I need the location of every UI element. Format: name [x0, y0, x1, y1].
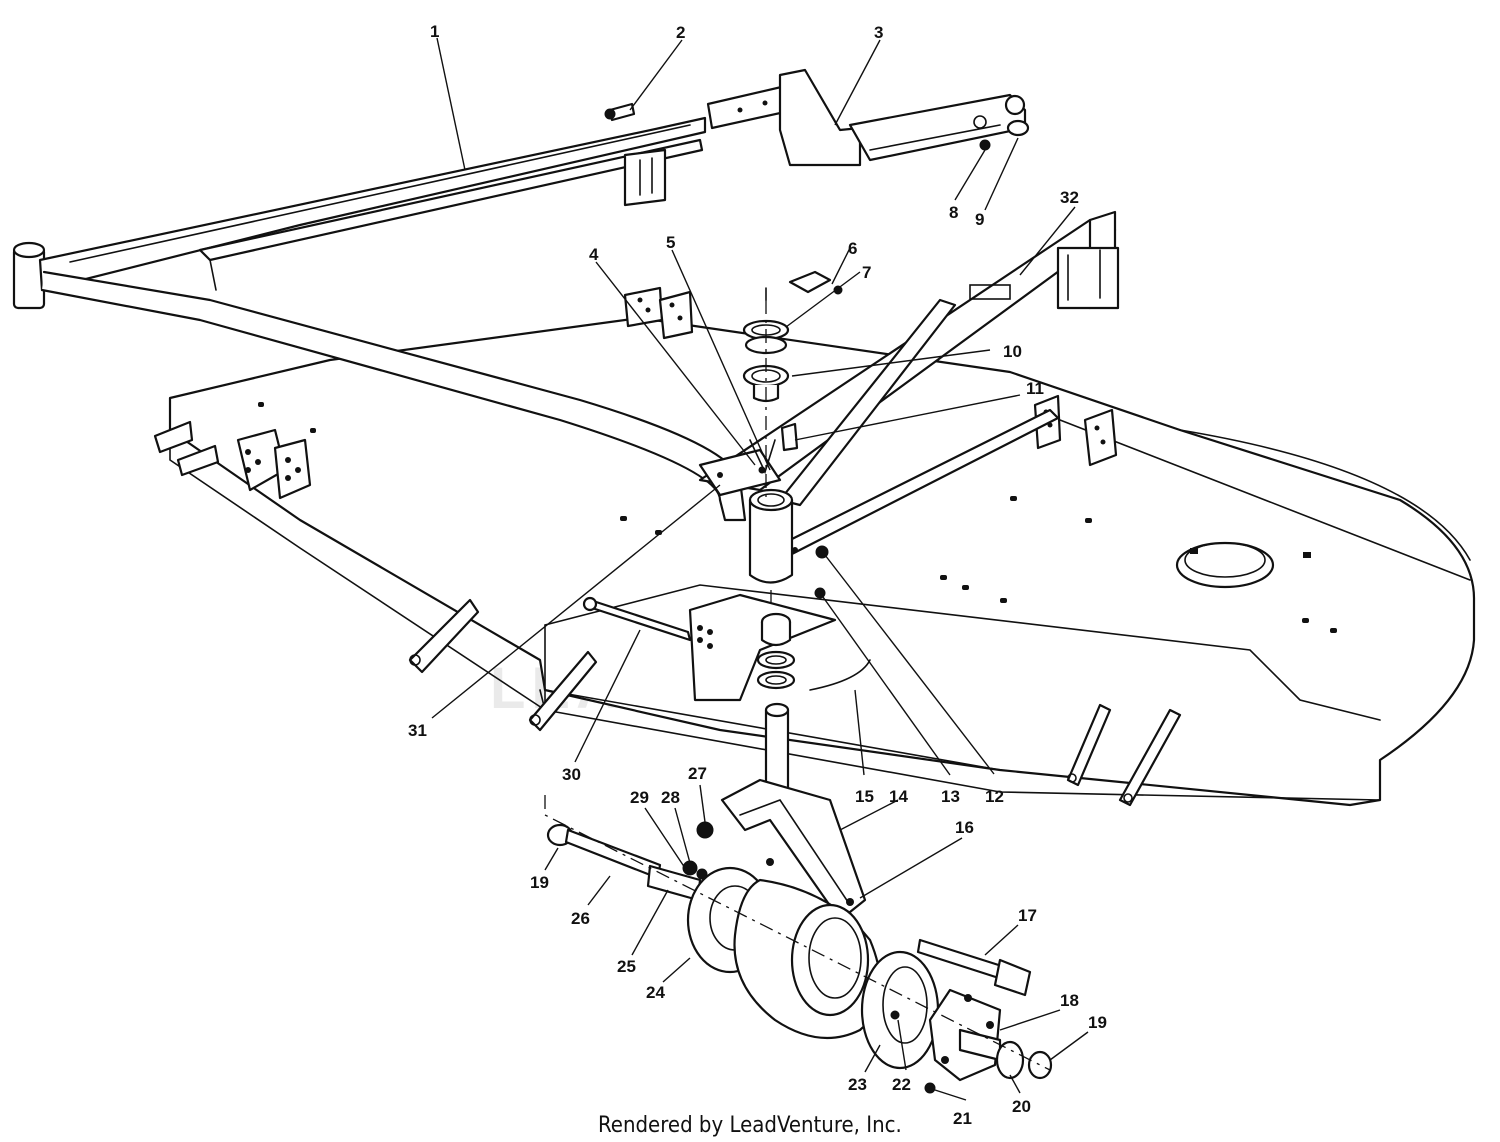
caster-assembly [582, 593, 871, 922]
callout-13: 13 [941, 787, 960, 806]
callout-24: 24 [646, 983, 665, 1002]
callout-29: 29 [630, 788, 649, 807]
callout-20: 20 [1012, 1097, 1031, 1116]
callout-8: 8 [949, 203, 958, 222]
callout-22: 22 [892, 1075, 911, 1094]
callout-7: 7 [862, 263, 871, 282]
callout-6: 6 [848, 239, 857, 258]
spindle-stack [742, 270, 843, 620]
callout-16: 16 [955, 818, 974, 837]
callout-9: 9 [975, 210, 984, 229]
callout-30: 30 [562, 765, 581, 784]
callout-11: 11 [1026, 379, 1044, 398]
callout-23: 23 [848, 1075, 867, 1094]
credit-text: Rendered by LeadVenture, Inc. [598, 1113, 902, 1138]
callout-labels: 1 2 3 4 5 6 7 8 9 10 11 12 13 14 15 16 1… [408, 22, 1107, 1128]
callout-12: 12 [985, 787, 1004, 806]
callout-26: 26 [571, 909, 590, 928]
callout-17: 17 [1018, 906, 1037, 925]
callout-19-left: 19 [530, 873, 549, 892]
callout-21: 21 [953, 1109, 972, 1128]
hitch-plate [604, 68, 1030, 167]
callout-28: 28 [661, 788, 680, 807]
hitch-frame [12, 116, 1120, 522]
callout-10: 10 [1003, 342, 1022, 361]
callout-27: 27 [688, 764, 707, 783]
callout-1: 1 [430, 22, 439, 41]
callout-32: 32 [1060, 188, 1079, 207]
callout-15: 15 [855, 787, 874, 806]
deck-brackets [153, 286, 1182, 807]
callout-31: 31 [408, 721, 427, 740]
leader-lines [431, 37, 1089, 1101]
callout-2: 2 [676, 23, 685, 42]
callout-14: 14 [889, 787, 908, 806]
callout-19-right: 19 [1088, 1013, 1107, 1032]
callout-25: 25 [617, 957, 636, 976]
callout-5: 5 [666, 233, 675, 252]
callout-18: 18 [1060, 991, 1079, 1010]
callout-3: 3 [874, 23, 883, 42]
caster-wheel [544, 795, 1053, 1094]
callout-4: 4 [589, 245, 599, 264]
mower-deck [168, 316, 1476, 807]
